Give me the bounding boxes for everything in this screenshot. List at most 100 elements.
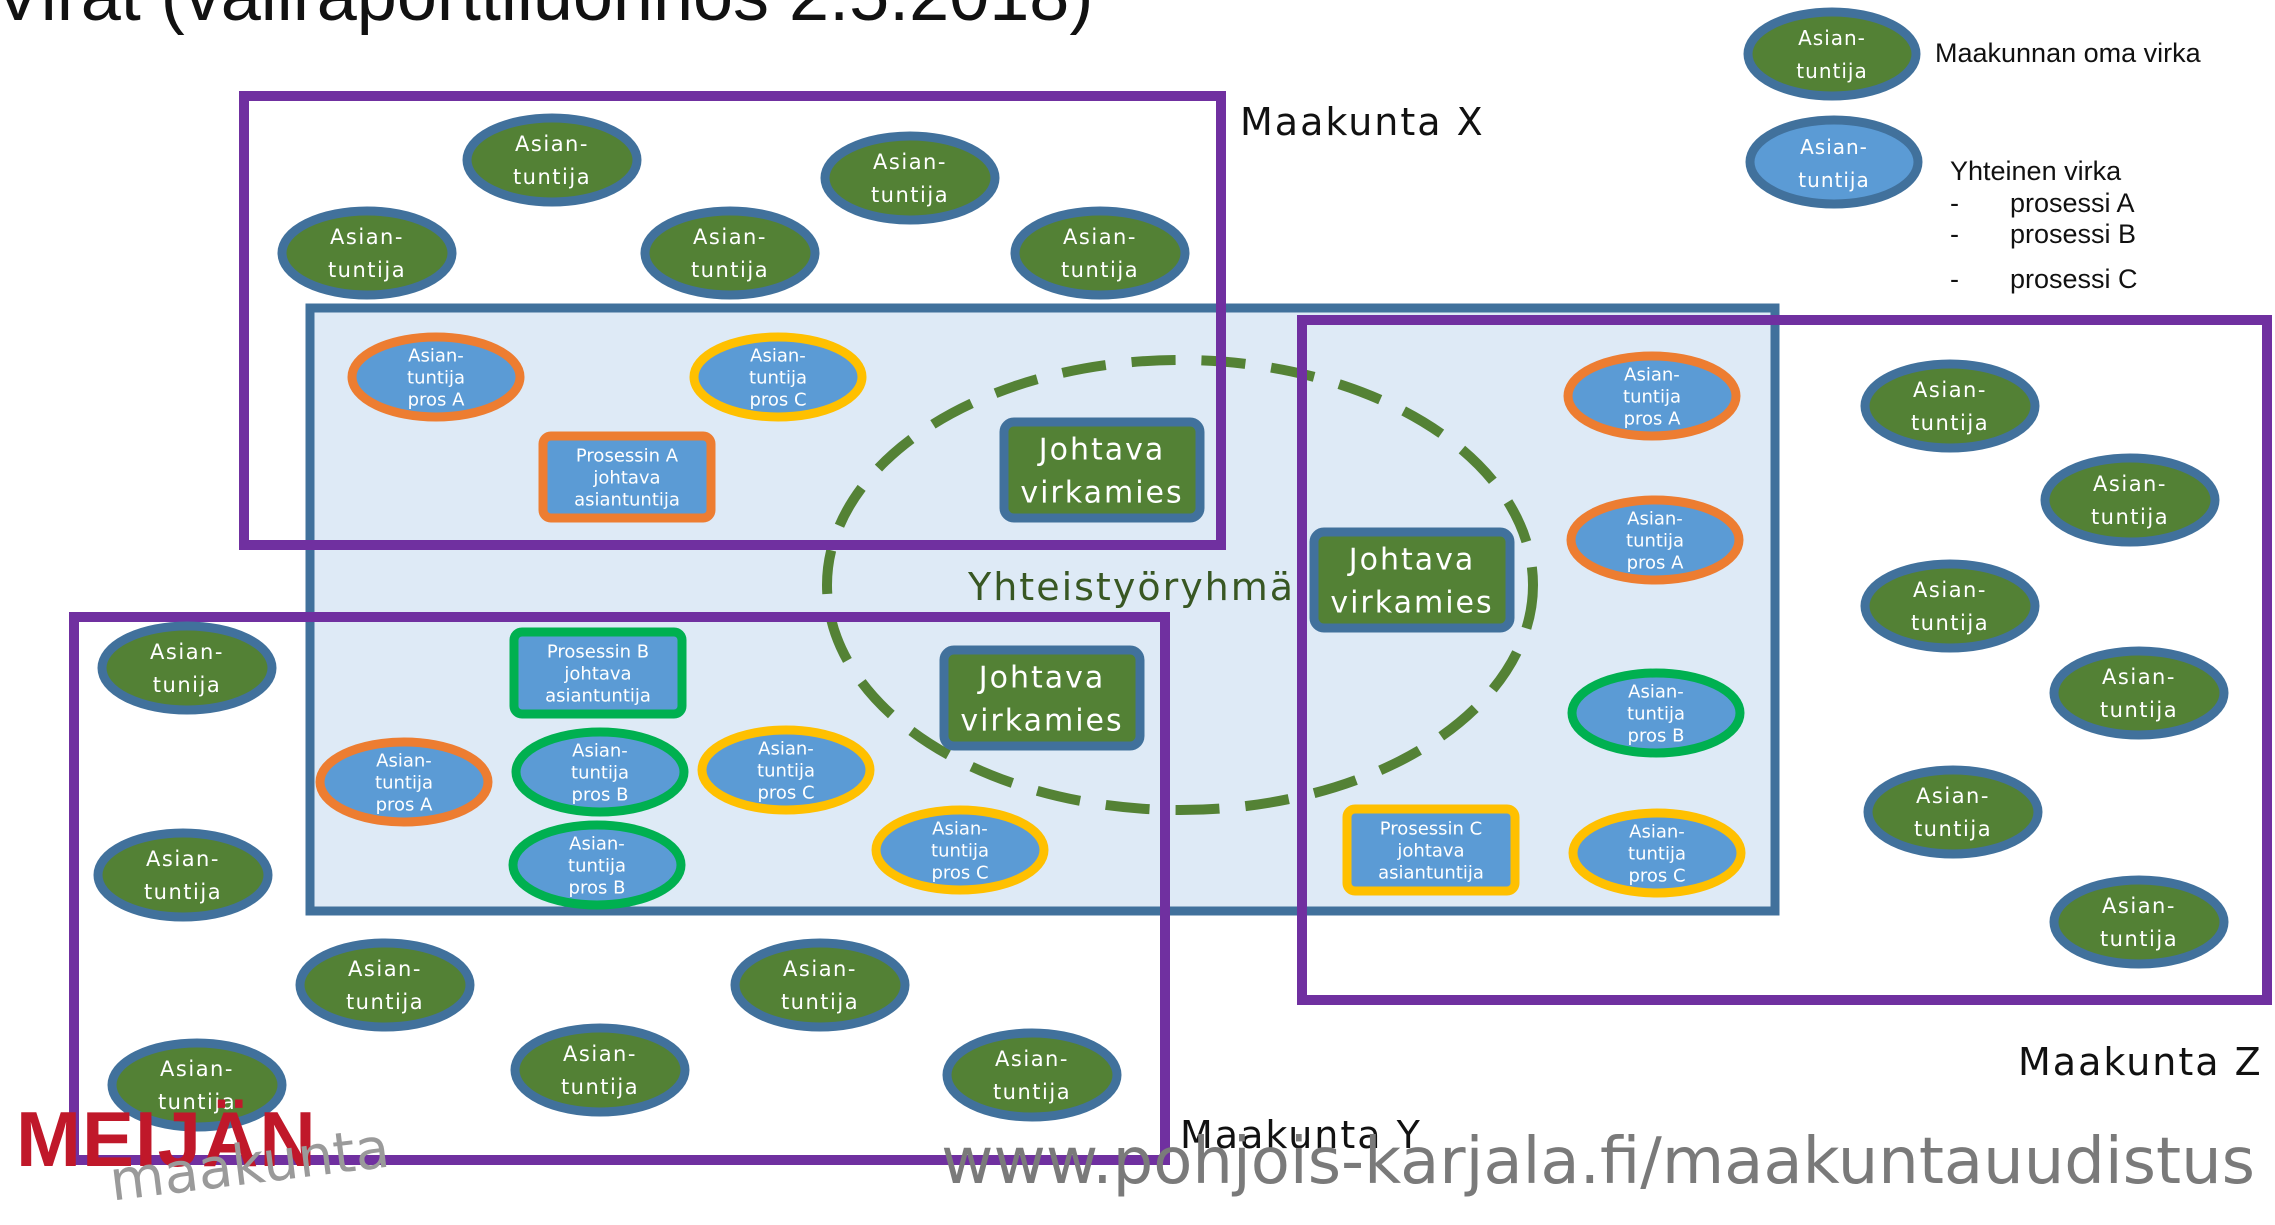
node-text-line: pros A — [408, 389, 466, 410]
node-text-line: tuntija — [2091, 505, 2169, 529]
node-text-line: Asian- — [995, 1047, 1069, 1071]
node-text-line: Johtava — [977, 660, 1106, 695]
node-text-line: tuntija — [1626, 530, 1684, 551]
node-text-line: tunija — [153, 673, 221, 697]
node-text-line: tuntija — [1623, 386, 1681, 407]
legend-shared-label: Yhteinen virka — [1950, 156, 2122, 186]
own-post-node-shape — [942, 1028, 1122, 1122]
legend-own-label: Maakunnan oma virka — [1935, 38, 2202, 68]
node-text-line: Asian- — [1629, 821, 1685, 842]
node-text-line: pros B — [572, 784, 629, 805]
node-text-line: pros C — [931, 862, 988, 883]
own-post-node-shape — [97, 621, 277, 715]
own-post-node: Asian-tuntija — [93, 828, 273, 922]
shared-post-node-shape — [1566, 495, 1744, 585]
own-post-node: Asian-tuntija — [2049, 875, 2229, 969]
legend: Asian- tuntija Maakunnan oma virka Asian… — [1743, 7, 2202, 294]
node-text-line: Asian- — [932, 818, 988, 839]
own-post-node-shape — [1860, 359, 2040, 453]
own-post-node: Asian-tuntija — [277, 206, 457, 300]
node-text-line: pros A — [1627, 552, 1685, 573]
node-text-line: Asian- — [758, 738, 814, 759]
node-text-line: pros C — [1628, 865, 1685, 886]
leader-box-shape — [1309, 527, 1515, 633]
leader-box: Johtava virkamies — [939, 645, 1145, 751]
node-text-line: virkamies — [960, 703, 1123, 738]
own-post-node-shape — [1863, 765, 2043, 859]
own-post-node-shape — [2040, 453, 2220, 547]
node-text-line: tuntija — [407, 367, 465, 388]
node-text-line: tuntija — [2100, 927, 2178, 951]
node-text-line: tuntija — [1914, 817, 1992, 841]
node-text-line: Asian- — [572, 740, 628, 761]
node-text-line: pros A — [1624, 408, 1682, 429]
node-text-line: johtava — [592, 467, 660, 488]
node-text-line: Asian- — [1916, 784, 1990, 808]
node-text-line: tuntija — [1911, 611, 1989, 635]
node-text-line: tuntija — [1628, 843, 1686, 864]
region-z-boundary — [1297, 315, 2272, 1005]
own-post-node: Asian-tuntija — [640, 206, 820, 300]
own-post-node: Asian-tuntija — [1860, 359, 2040, 453]
collaboration-group-boundary — [822, 355, 1538, 815]
node-text-line: Asian- — [348, 957, 422, 981]
process-lead-box-shape — [509, 627, 687, 719]
legend-shared-node — [1745, 115, 1923, 209]
region-y-boundary — [69, 612, 1170, 1165]
own-post-node: Asian-tuntija — [510, 1023, 690, 1117]
node-text-line: tuntija — [571, 762, 629, 783]
process-lead-box-shape — [538, 431, 716, 523]
node-text-line: pros C — [757, 782, 814, 803]
shared-area — [305, 303, 1780, 916]
node-text-line: tuntija — [1061, 258, 1139, 282]
shared-post-node-shape — [1567, 668, 1745, 758]
node-text-line: tuntija — [931, 840, 989, 861]
own-post-node: Asian-tuntija — [730, 938, 910, 1032]
region-label: Maakunta X — [1240, 100, 1485, 144]
own-post-node: Asian-tuntija — [2049, 646, 2229, 740]
node-text-line: Asian- — [873, 150, 947, 174]
own-post-node: Asian-tuntija — [462, 113, 642, 207]
shared-post-node-shape — [1568, 808, 1746, 898]
node-text-line: tuntija — [2100, 698, 2178, 722]
legend-process-item: prosessi A — [2010, 188, 2135, 218]
node-text-line: Prosessin A — [576, 445, 679, 466]
own-post-node: Asian-tuntija — [1863, 765, 2043, 859]
node-text-line: Asian- — [160, 1057, 234, 1081]
node-text-line: Asian- — [1624, 364, 1680, 385]
legend-own-node-line2: tuntija — [1796, 59, 1867, 83]
node-text-line: Asian- — [1628, 681, 1684, 702]
shared-post-node-shape — [871, 805, 1049, 895]
own-post-node-shape — [295, 938, 475, 1032]
own-post-node: Asian-tuntija — [1010, 206, 1190, 300]
node-text-line: johtava — [1396, 840, 1464, 861]
node-text-line: Asian- — [408, 345, 464, 366]
legend-bullet: - — [1950, 264, 1959, 294]
legend-shared-node-line1: Asian- — [1800, 135, 1868, 159]
legend-bullet: - — [1950, 188, 1959, 218]
node-text-line: Prosessin B — [547, 641, 649, 662]
node-text-line: tuntija — [1911, 411, 1989, 435]
own-post-node: Asian-tuntija — [107, 1038, 287, 1132]
shared-post-node-shape — [347, 332, 525, 422]
region-label: Maakunta Y — [1180, 1113, 1422, 1157]
shared-post-node-shape — [689, 332, 867, 422]
node-text-line: Asian- — [693, 225, 767, 249]
own-post-node-shape — [1010, 206, 1190, 300]
logo-top-text: MEIJÄN — [16, 1095, 317, 1183]
node-text-line: Asian- — [750, 345, 806, 366]
node-text-line: pros B — [569, 877, 626, 898]
node-text-line: tuntija — [328, 258, 406, 282]
node-text-line: tuntija — [1627, 703, 1685, 724]
node-text-line: Asian- — [376, 750, 432, 771]
node-text-line: Asian- — [1063, 225, 1137, 249]
node-text-line: pros A — [376, 794, 434, 815]
